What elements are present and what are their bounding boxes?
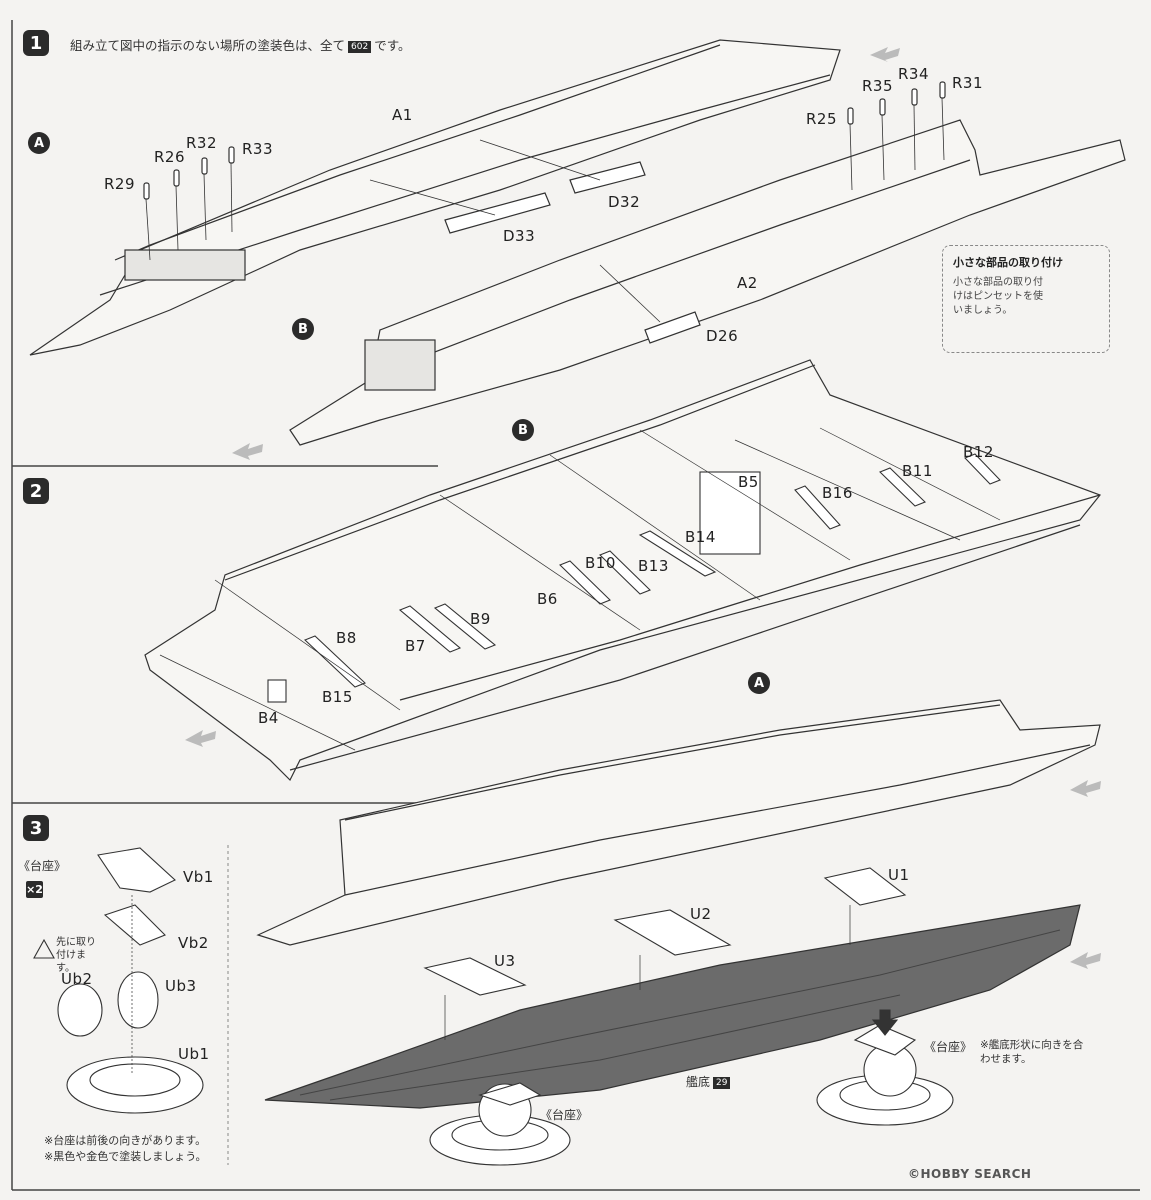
hull-bottom-text: 艦底 xyxy=(686,1075,711,1089)
part-label-r35: R35 xyxy=(862,77,894,95)
part-label-r25: R25 xyxy=(806,110,838,128)
hull-half-b xyxy=(289,119,1126,446)
part-label-u1: U1 xyxy=(888,866,910,884)
caution-note: 先に取り付けます。 xyxy=(56,937,96,974)
step2-ref-b-marker: B xyxy=(512,419,534,441)
part-label-b7: B7 xyxy=(405,637,426,655)
part-label-b13: B13 xyxy=(638,557,669,575)
paint-note-after: です。 xyxy=(374,38,411,53)
footnote-paint: ※黒色や金色で塗装しましょう。 xyxy=(44,1150,207,1163)
blocks-step1 xyxy=(369,139,701,344)
hull-half-a xyxy=(29,39,841,356)
footnote-direction: ※台座は前後の向きがあります。 xyxy=(44,1134,207,1147)
quantity-badge: ×2 xyxy=(26,881,43,898)
part-label-b14: B14 xyxy=(685,528,716,546)
part-label-d33: D33 xyxy=(503,227,536,245)
stand-exploded xyxy=(33,847,204,1114)
stand-right-note: ※艦底形状に向きを合わせます。 xyxy=(980,1039,1084,1065)
part-label-vb1: Vb1 xyxy=(183,868,214,886)
step-2-badge: 2 xyxy=(23,478,49,504)
stand-center xyxy=(429,1082,571,1166)
part-label-b15: B15 xyxy=(322,688,353,706)
beams-step2 xyxy=(159,427,1001,751)
part-label-b16: B16 xyxy=(822,484,853,502)
part-label-b5: B5 xyxy=(738,473,759,491)
step2-ref-a-marker: A xyxy=(748,672,770,694)
part-label-u3: U3 xyxy=(494,952,516,970)
tip-box: 小さな部品の取り付け 小さな部品の取り付けはピンセットを使いましょう。 xyxy=(942,245,1110,353)
sub-assembly-b-marker: B xyxy=(292,318,314,340)
step-3-badge: 3 xyxy=(23,815,49,841)
part-label-ub2: Ub2 xyxy=(61,970,93,988)
part-label-r26: R26 xyxy=(154,148,186,166)
part-label-d32: D32 xyxy=(608,193,641,211)
step-1-badge: 1 xyxy=(23,30,49,56)
part-label-b6: B6 xyxy=(537,590,558,608)
hull-bottom-step3 xyxy=(264,904,1081,1109)
part-label-b11: B11 xyxy=(902,462,933,480)
part-label-r29: R29 xyxy=(104,175,136,193)
part-label-u2: U2 xyxy=(690,905,712,923)
part-label-b8: B8 xyxy=(336,629,357,647)
part-label-a2: A2 xyxy=(737,274,758,292)
stand-center-label: 《台座》 xyxy=(540,1108,589,1122)
tip-title: 小さな部品の取り付け xyxy=(953,256,1063,269)
pins-step1 xyxy=(143,81,946,261)
part-label-a1: A1 xyxy=(392,106,413,124)
part-label-d26: D26 xyxy=(706,327,739,345)
paint-note-before: 組み立て図中の指示のない場所の塗装色は、全て xyxy=(70,38,346,53)
stand-right-label: 《台座》 xyxy=(924,1040,973,1054)
hull-bottom-code-chip: 29 xyxy=(713,1076,731,1089)
part-label-b12: B12 xyxy=(963,443,994,461)
stand-right xyxy=(816,1009,954,1126)
part-label-ub1: Ub1 xyxy=(178,1045,210,1063)
direction-arrows xyxy=(185,47,1101,969)
part-label-vb2: Vb2 xyxy=(178,934,209,952)
watermark: ©HOBBY SEARCH xyxy=(908,1167,1032,1181)
part-label-b4: B4 xyxy=(258,709,279,727)
paint-code-chip: 602 xyxy=(348,40,372,53)
stand-heading: 《台座》 xyxy=(18,859,67,873)
hull-upper-step3 xyxy=(256,699,1101,946)
part-label-r33: R33 xyxy=(242,140,274,158)
sub-assembly-a-marker: A xyxy=(28,132,50,154)
part-label-b9: B9 xyxy=(470,610,491,628)
part-label-b10: B10 xyxy=(585,554,616,572)
part-label-r32: R32 xyxy=(186,134,218,152)
part-label-r34: R34 xyxy=(898,65,930,83)
part-label-r31: R31 xyxy=(952,74,984,92)
tip-body: 小さな部品の取り付けはピンセットを使いましょう。 xyxy=(953,277,1043,316)
plates-step3 xyxy=(423,867,907,1040)
part-label-ub3: Ub3 xyxy=(165,977,197,995)
